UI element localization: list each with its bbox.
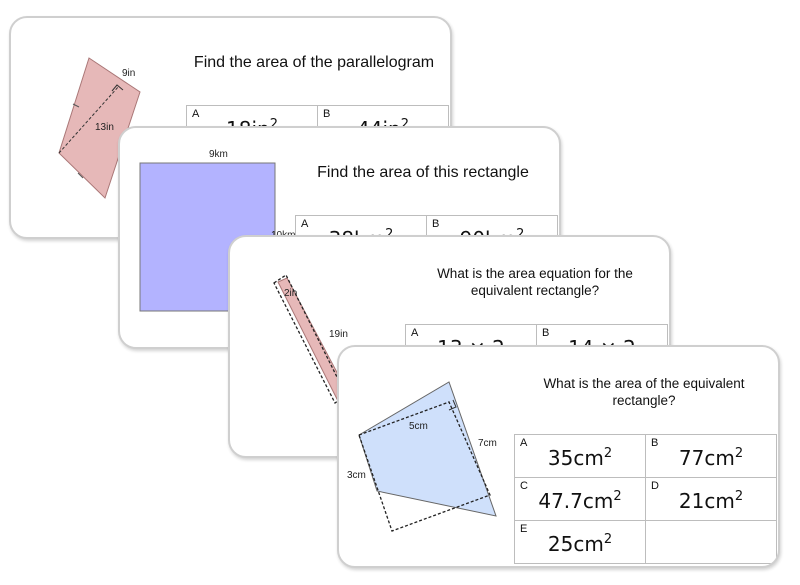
label-2in: 2in — [284, 288, 297, 299]
answer-option-c[interactable]: C 47.7cm2 — [514, 477, 646, 521]
answer-option-b[interactable]: B 77cm2 — [645, 434, 777, 478]
label-3cm: 3cm — [347, 470, 366, 481]
answer-option-a[interactable]: A 35cm2 — [514, 434, 646, 478]
answer-letter: A — [192, 108, 200, 120]
label-7cm: 7cm — [478, 438, 497, 449]
answer-letter: C — [520, 480, 528, 492]
label-5cm: 5cm — [409, 421, 428, 432]
answer-letter: B — [651, 437, 659, 449]
label-9km: 9km — [209, 149, 228, 160]
question-text: Find the area of this rectangle — [317, 164, 529, 181]
question-text: Find the area of the parallelogram — [193, 54, 435, 71]
answer-value: 21cm2 — [678, 489, 744, 513]
answer-value: 35cm2 — [547, 446, 613, 470]
answer-value: 77cm2 — [678, 446, 744, 470]
label-9in: 9in — [122, 68, 135, 79]
answer-value: 25cm2 — [547, 532, 613, 556]
answer-letter: B — [542, 327, 550, 339]
label-13in: 13in — [95, 122, 114, 133]
question-card-kite[interactable]: 5cm 7cm 3cm What is the area of the equi… — [337, 345, 780, 568]
parallelogram-figure: 9in 13in — [58, 57, 141, 199]
answer-letter: A — [520, 437, 528, 449]
answer-letter: B — [432, 218, 440, 230]
answer-letter: A — [411, 327, 419, 339]
answer-empty-cell — [645, 520, 777, 564]
answer-letter: A — [301, 218, 309, 230]
label-19in: 19in — [329, 329, 348, 340]
answer-grid: A 35cm2 B 77cm2 C 47.7cm2 D 21cm2 E 25cm… — [514, 434, 777, 564]
question-text: What is the area of the equivalent recta… — [543, 376, 745, 408]
answer-letter: B — [323, 108, 331, 120]
answer-letter: E — [520, 523, 528, 535]
answer-letter: D — [651, 480, 659, 492]
quadrilateral-figure: 5cm 7cm 3cm — [347, 381, 497, 532]
answer-option-d[interactable]: D 21cm2 — [645, 477, 777, 521]
answer-option-e[interactable]: E 25cm2 — [514, 520, 646, 564]
question-text: What is the area equation for the equiva… — [437, 266, 633, 298]
answer-value: 47.7cm2 — [538, 489, 622, 513]
